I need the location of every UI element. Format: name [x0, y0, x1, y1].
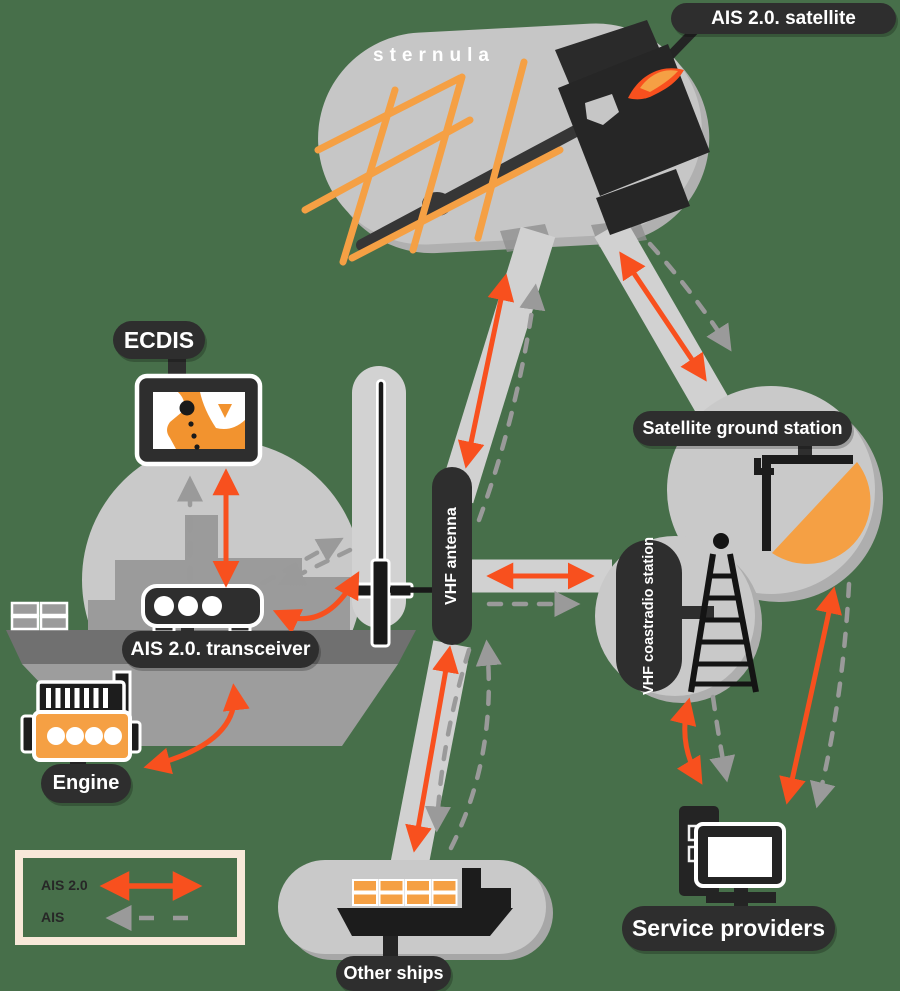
boom-mount-notch: [585, 94, 619, 125]
antenna-boom: [356, 112, 606, 251]
legend-ais-label: AIS: [41, 909, 65, 925]
dish-bracket: [754, 468, 774, 475]
ais2-arrow-coaststation-serviceproviders: [669, 697, 703, 785]
ais-arrow-vhf-transceiver: [278, 547, 353, 586]
transceiver-label: AIS 2.0. transceiver: [122, 631, 319, 668]
ais2-arrow-vhf-otherships: [405, 645, 459, 853]
ais2-arrow-groundstation-serviceproviders: [779, 586, 842, 805]
satellite-icon: [301, 20, 710, 266]
engine-label: Engine: [41, 764, 131, 803]
engine-icon: [20, 670, 142, 770]
ecdis-label: ECDIS: [113, 321, 205, 359]
coast-station-label: VHF coast radio station: [616, 537, 682, 695]
solar-panel: [555, 20, 663, 88]
ships-label-stem: [383, 932, 398, 962]
ais2-arrows: [143, 251, 842, 853]
computer-icon: [679, 806, 786, 922]
dish-bracket: [754, 458, 761, 470]
ship-position-dot: [179, 400, 195, 416]
deck-containers: [10, 601, 69, 631]
service-providers-label: Service providers: [622, 906, 835, 951]
ais2-arrow-transceiver-vhf: [272, 571, 360, 634]
transceiver-lights: [154, 596, 222, 616]
route-dots: [188, 421, 200, 450]
coast-station-label-line1: VHF coast: [640, 624, 657, 695]
ais2-arrow-satellite-groundstation: [619, 251, 707, 382]
other-ships-icon: [278, 860, 553, 962]
ais2-arrow-vhf-satellite: [457, 273, 515, 469]
brand-wordmark: sternula: [373, 45, 495, 66]
engine-fins: [46, 688, 108, 708]
ground-station-label: Satellite ground station: [633, 411, 852, 446]
vhf-antenna-label: VHF antenna: [432, 467, 472, 645]
chart-marker: [218, 404, 232, 418]
ais2-arrow-engine-transceiver: [143, 683, 250, 775]
vhf-mast-icon: [350, 379, 434, 648]
ais-arrow-vhf-otherships: [424, 647, 472, 833]
monitor-screen: [708, 837, 772, 877]
monitor-stand-bar: [706, 892, 776, 903]
transceiver-device-icon: [141, 584, 264, 638]
yagi-antenna-elements: [301, 58, 564, 266]
satellite-label: AIS 2.0. satellite: [671, 3, 896, 34]
sternula-logo-swoosh-highlight: [640, 70, 678, 92]
ais-arrow-coaststation-serviceproviders: [709, 694, 736, 783]
dish-arm: [762, 455, 853, 464]
other-ships-label: Other ships: [336, 956, 451, 991]
ais-arrow-vhf-satellite: [476, 283, 546, 523]
ais-arrows: [176, 241, 852, 851]
ecdis-monitor-icon: [134, 348, 263, 467]
chart-landmass: [153, 392, 185, 449]
ais-arrow-otherships-vhf: [448, 639, 502, 851]
engine-cylinders: [47, 727, 122, 745]
dish-pole: [762, 463, 771, 551]
satellite-flap: [596, 169, 690, 235]
band-satellite-groundstation: [594, 218, 745, 444]
coast-station-label-line2: radio station: [640, 537, 657, 625]
ship-containers: [352, 879, 458, 906]
ais-arrow-groundstation-serviceproviders: [809, 581, 852, 809]
cargo-ship-icon: [337, 868, 513, 936]
mast-base: [370, 558, 391, 648]
legend-ais2-label: AIS 2.0: [41, 877, 88, 893]
radio-tower-icon: [688, 553, 759, 693]
dish-icon: [772, 462, 871, 564]
tower-beacon: [713, 533, 729, 549]
ais-arrow-satellite-groundstation: [647, 241, 732, 352]
legend: [15, 850, 245, 945]
